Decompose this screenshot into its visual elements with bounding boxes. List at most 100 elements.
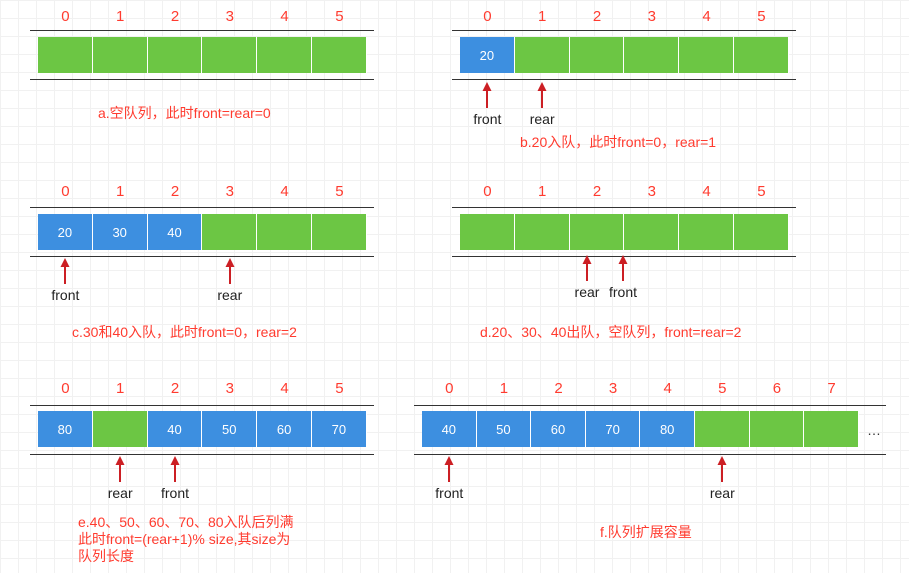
queue-cell	[569, 214, 625, 250]
rear-pointer: rear	[90, 456, 150, 506]
queue-cell: 50	[476, 411, 532, 447]
index-label: 2	[554, 380, 563, 397]
index-label: 5	[757, 8, 766, 25]
queue-cell	[734, 214, 789, 250]
queue-cell	[257, 37, 312, 73]
rear-label: rear	[574, 284, 600, 300]
panel-caption: c.30和40入队，此时front=0，rear=2	[72, 324, 297, 340]
queue-cell	[679, 37, 734, 73]
up-arrow-icon	[444, 456, 454, 482]
panel-caption: a.空队列，此时front=rear=0	[98, 105, 271, 121]
index-label: 3	[647, 8, 656, 25]
queue-cell	[514, 37, 570, 73]
queue-top-border	[414, 405, 886, 406]
queue-bottom-border	[30, 454, 374, 455]
queue-cell	[804, 411, 859, 447]
index-label: 5	[335, 183, 344, 200]
front-label: front	[473, 111, 502, 127]
queue-cell	[202, 37, 258, 73]
queue-bottom-border	[30, 256, 374, 257]
index-label: 2	[170, 8, 180, 25]
queue-cell: 40	[147, 411, 203, 447]
front-pointer: front	[419, 456, 479, 506]
index-label: 1	[538, 183, 547, 200]
queue-bottom-border	[30, 79, 374, 80]
index-label: 3	[608, 380, 618, 397]
front-label: front	[608, 284, 637, 300]
rear-label: rear	[529, 111, 555, 127]
rear-label: rear	[709, 485, 735, 501]
index-label: 5	[718, 380, 727, 397]
panel-caption: e.40、50、60、70、80入队后列满 此时front=(rear+1)% …	[78, 514, 294, 564]
queue-cell	[624, 37, 680, 73]
front-pointer: front	[35, 258, 95, 308]
queue-cell	[38, 37, 93, 73]
index-label: 7	[827, 380, 836, 397]
queue-cell	[749, 411, 805, 447]
queue-top-border	[452, 30, 796, 31]
queue-cell	[460, 214, 515, 250]
queue-cell: 80	[640, 411, 695, 447]
queue-bottom-border	[414, 454, 886, 455]
up-arrow-icon	[60, 258, 70, 284]
queue-cell	[92, 411, 148, 447]
index-label: 0	[483, 8, 492, 25]
rear-label: rear	[217, 287, 243, 303]
queue-cell	[569, 37, 625, 73]
rear-pointer: rear	[512, 82, 572, 132]
front-label: front	[160, 485, 189, 501]
queue-cell: 60	[257, 411, 312, 447]
index-label: 4	[702, 8, 711, 25]
queue-top-border	[30, 405, 374, 406]
index-label: 5	[335, 8, 344, 25]
index-label: 1	[116, 8, 125, 25]
up-arrow-icon	[170, 456, 180, 482]
rear-pointer: rear	[200, 258, 260, 308]
queue-cell	[312, 214, 367, 250]
queue-cell: 20	[38, 214, 93, 250]
up-arrow-icon	[482, 82, 492, 108]
queue-cell	[624, 214, 680, 250]
queue-bottom-border	[452, 256, 796, 257]
index-label: 4	[663, 380, 672, 397]
queue-cell	[695, 411, 750, 447]
queue-cell: 70	[312, 411, 367, 447]
index-label: 2	[592, 183, 602, 200]
index-label: 2	[170, 380, 180, 397]
index-label: 0	[483, 183, 492, 200]
queue-cell	[147, 37, 203, 73]
queue-cell	[202, 214, 258, 250]
index-label: 4	[280, 183, 289, 200]
queue-top-border	[452, 207, 796, 208]
queue-cell: 50	[202, 411, 258, 447]
index-label: 0	[445, 380, 454, 397]
queue-cell	[734, 37, 789, 73]
queue-cell	[312, 37, 367, 73]
queue-cell: 20	[460, 37, 515, 73]
ellipsis-marker: …	[867, 422, 881, 438]
front-pointer: front	[593, 255, 653, 305]
queue-cell: 40	[147, 214, 203, 250]
front-label: front	[51, 287, 80, 303]
panel-caption: b.20入队，此时front=0，rear=1	[520, 134, 717, 150]
index-label: 3	[225, 380, 234, 397]
front-pointer: front	[145, 456, 205, 506]
rear-pointer: rear	[557, 255, 617, 305]
queue-cell: 40	[422, 411, 477, 447]
index-label: 3	[225, 8, 234, 25]
index-label: 1	[538, 8, 547, 25]
queue-cell	[257, 214, 312, 250]
queue-top-border	[30, 30, 374, 31]
up-arrow-icon	[582, 255, 592, 281]
index-label: 2	[170, 183, 180, 200]
queue-cell	[679, 214, 734, 250]
queue-bottom-border	[452, 79, 796, 80]
index-label: 1	[116, 380, 125, 397]
index-label: 0	[61, 380, 70, 397]
up-arrow-icon	[115, 456, 125, 482]
